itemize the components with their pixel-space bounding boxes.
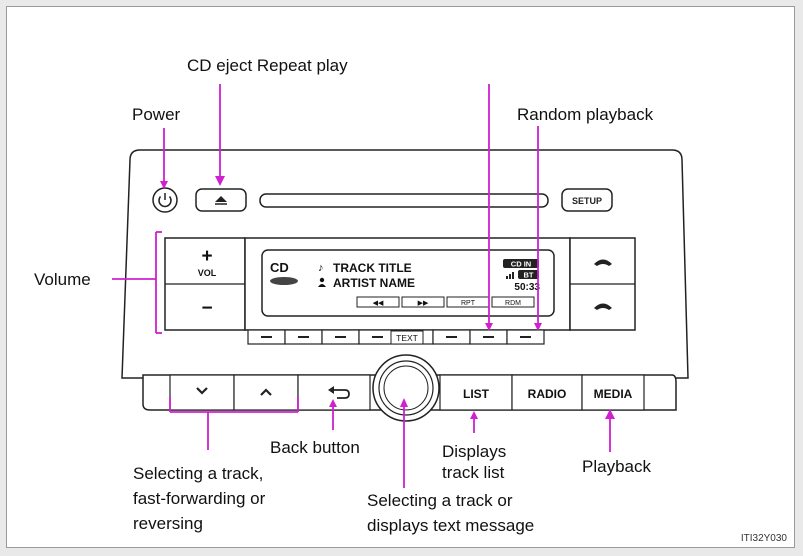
figure-code: ITI32Y030	[740, 533, 787, 544]
disc-logo-icon	[270, 277, 298, 285]
setup-button[interactable]: SETUP	[561, 188, 613, 212]
cdin-badge	[503, 259, 539, 268]
call-pickup-icon[interactable]	[594, 259, 612, 267]
radio-button[interactable]: RADIO	[511, 374, 583, 411]
power-label: Power	[132, 105, 181, 124]
cd-slot	[259, 193, 549, 208]
callout-lines	[112, 84, 615, 488]
eject-button[interactable]	[195, 188, 247, 212]
chevron-down-icon	[196, 387, 208, 395]
knob-label-2: displays text message	[367, 516, 535, 535]
eject-icon	[215, 196, 227, 202]
playback-label: Playback	[582, 457, 651, 476]
softkey-labels: ◀◀ ▶▶ RPT RDM	[356, 296, 535, 308]
svg-text:▶▶: ▶▶	[418, 300, 429, 307]
select-track-label-2: fast-forwarding or	[133, 489, 266, 508]
list-label-1: Displays	[442, 442, 507, 461]
text-button[interactable]: TEXT	[396, 333, 418, 343]
call-hangup-icon[interactable]	[594, 303, 612, 311]
svg-text:CD IN: CD IN	[511, 260, 531, 269]
back-label: Back button	[270, 438, 360, 457]
vol-text: VOL	[198, 268, 217, 278]
svg-text:RADIO: RADIO	[528, 387, 567, 401]
back-arrow-icon	[331, 389, 350, 399]
list-label-2: track list	[442, 463, 505, 482]
person-icon	[319, 277, 325, 283]
cd-text: CD	[270, 260, 289, 275]
volume-label: Volume	[34, 270, 91, 289]
artist-name: ARTIST NAME	[333, 276, 415, 290]
tune-knob[interactable]	[372, 354, 440, 422]
svg-text:RDM: RDM	[505, 300, 521, 307]
list-button[interactable]: LIST	[439, 374, 513, 411]
power-icon	[158, 196, 172, 208]
time-text: 50:33	[514, 282, 540, 293]
select-track-label-3: reversing	[133, 514, 203, 533]
chevron-up-icon	[260, 388, 272, 396]
note-icon: ♪	[318, 262, 324, 274]
svg-text:RPT: RPT	[461, 300, 476, 307]
seek-up-button[interactable]	[233, 374, 299, 411]
knob-label-1: Selecting a track or	[367, 491, 513, 510]
setup-label: SETUP	[572, 196, 602, 206]
svg-text:MEDIA: MEDIA	[594, 387, 633, 401]
svg-text:LIST: LIST	[463, 387, 490, 401]
vol-minus-button[interactable]: −	[201, 298, 212, 319]
preset-buttons[interactable]	[247, 329, 545, 345]
cd-eject-repeat-label: CD eject Repeat play	[187, 56, 348, 75]
select-track-label-1: Selecting a track,	[133, 464, 264, 483]
track-title: TRACK TITLE	[333, 261, 412, 275]
vol-plus-button[interactable]: +	[201, 246, 212, 267]
svg-text:◀◀: ◀◀	[373, 300, 384, 307]
seek-down-button[interactable]	[169, 374, 235, 411]
signal-icon	[506, 272, 514, 279]
svg-text:BT: BT	[524, 271, 534, 280]
power-button[interactable]	[152, 187, 178, 213]
bt-badge	[518, 270, 539, 279]
random-label: Random playback	[517, 105, 654, 124]
media-button[interactable]: MEDIA	[581, 374, 645, 411]
